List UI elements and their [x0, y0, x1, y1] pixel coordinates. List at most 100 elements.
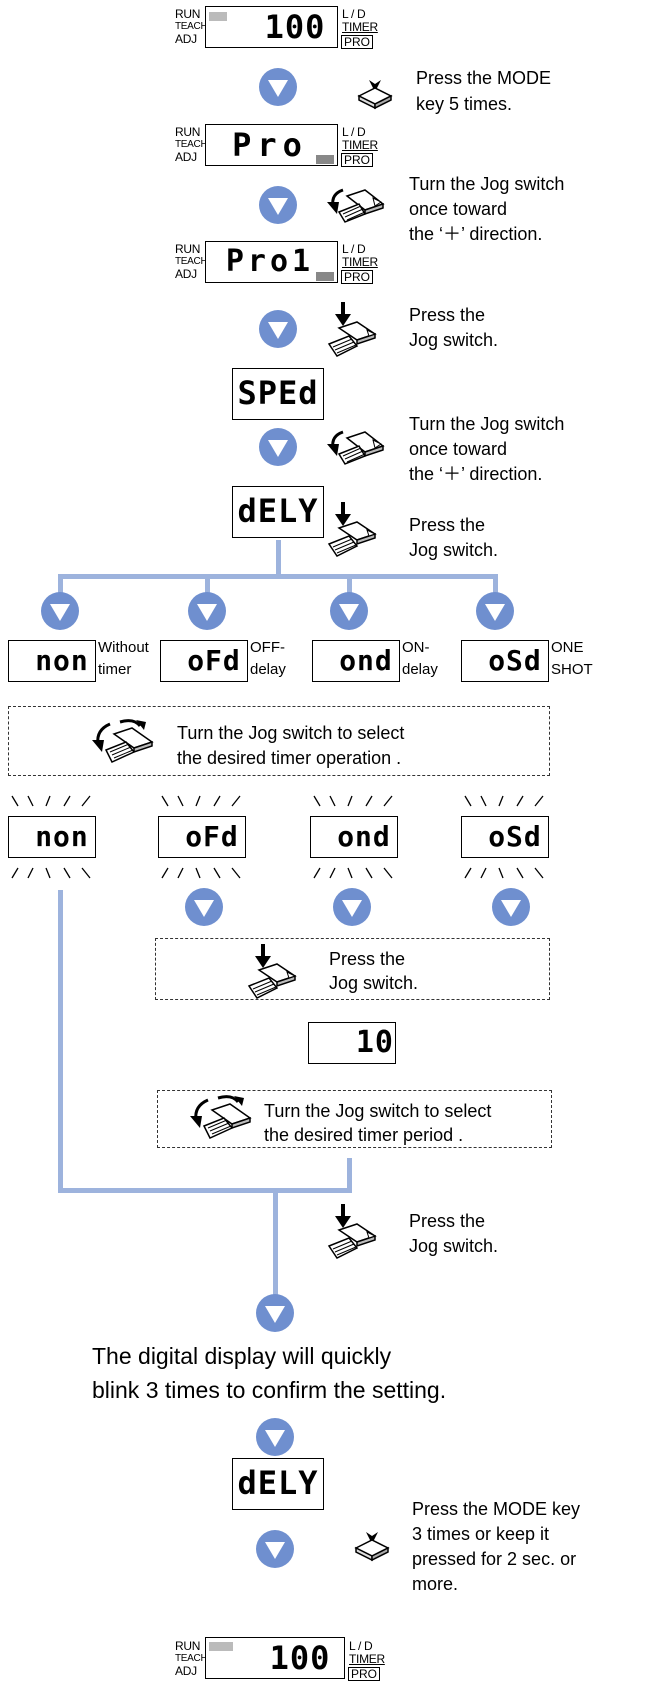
run-indicator [209, 12, 227, 21]
blink-ofd-display [158, 816, 246, 858]
display-value: non [35, 820, 89, 853]
option-non-label-2: timer [98, 661, 132, 678]
run-indicator [209, 1642, 233, 1651]
option-ofd-display [160, 640, 248, 682]
jog-switch-turn-icon [327, 188, 385, 223]
lcd-display-3 [205, 241, 338, 283]
arrow-down-icon [188, 592, 226, 630]
arrow-down-icon [256, 1418, 294, 1456]
step-5-line-2: Jog switch. [409, 540, 499, 560]
jog-switch-press-icon [327, 502, 377, 557]
lcd-display-1 [205, 6, 338, 48]
step-2-line-1: Turn the Jog switch [409, 174, 565, 194]
press-jog-line-1: Press the [329, 949, 406, 969]
blink-note-line-1: The digital display will quickly [92, 1343, 392, 1369]
select-operation-line-2: the desired timer operation . [177, 748, 402, 768]
step-4-line-1: Turn the Jog switch [409, 414, 565, 434]
arrow-down-icon [185, 888, 223, 926]
adj-label: ADJ [175, 32, 197, 46]
pro-label: PRO [348, 1667, 381, 1681]
option-ond-label-1: ON- [402, 639, 430, 656]
ld-label: L / D [342, 7, 366, 21]
blink-note-line-2: blink 3 times to confirm the setting. [92, 1377, 447, 1403]
pro-label: PRO [341, 153, 374, 167]
run-label: RUN [175, 242, 201, 256]
display-value: oFd [187, 644, 241, 677]
display-value: oSd [488, 644, 542, 677]
display-value: 100 [264, 8, 326, 46]
step-3-line-2: Jog switch. [409, 330, 499, 350]
merge-bar [58, 1188, 352, 1193]
display-value: 10 [355, 1025, 394, 1060]
step-5-line-1: Press the [409, 515, 486, 535]
jog-switch-press-icon [327, 1204, 377, 1259]
adj-label: ADJ [175, 150, 197, 164]
mode-key-press-icon [357, 72, 393, 110]
run-label: RUN [175, 7, 201, 21]
pro-indicator [316, 272, 334, 281]
option-non-display [8, 640, 96, 682]
lcd-display-2 [205, 124, 338, 166]
arrow-down-icon [333, 888, 371, 926]
merge-trunk [273, 1188, 278, 1300]
arrow-down-icon [259, 68, 297, 106]
step-4-line-2: once toward [409, 439, 508, 459]
jog-switch-turn-icon [190, 1095, 252, 1139]
pro-indicator [316, 155, 334, 164]
step-1-line-2: key 5 times. [416, 94, 513, 114]
option-ofd-label-1: OFF- [250, 639, 285, 656]
select-operation-box [8, 706, 550, 776]
option-osd-display [461, 640, 549, 682]
option-non-label-1: Without [98, 639, 149, 656]
trunk-line [276, 540, 281, 578]
branch-drop-3 [347, 574, 352, 598]
mode-note-line-4: more. [412, 1574, 459, 1594]
mode-note-line-1: Press the MODE key [412, 1499, 581, 1519]
mode-key-press-icon [354, 1524, 390, 1562]
arrow-down-icon [492, 888, 530, 926]
teach-label: TEACH [175, 139, 208, 150]
step-2-line-3: the ‘＋’ direction. [409, 224, 543, 244]
option-osd-label-2: SHOT [551, 661, 593, 678]
branch-bar [58, 574, 498, 579]
display-value: oFd [185, 820, 239, 853]
display-value: ond [337, 820, 391, 853]
adj-label: ADJ [175, 267, 197, 281]
arrow-down-icon [476, 592, 514, 630]
timer-label: TIMER [349, 1652, 385, 1666]
teach-label: TEACH [175, 21, 208, 32]
option-ond-label-2: delay [402, 661, 438, 678]
pro-label: PRO [341, 35, 374, 49]
display-value: SPEd [237, 374, 319, 412]
arrow-down-icon [330, 592, 368, 630]
option-ofd-label-2: delay [250, 661, 286, 678]
merge-line-left [58, 890, 63, 1192]
display-value: oSd [488, 820, 542, 853]
display-value: Pro [232, 126, 308, 164]
jog-switch-turn-icon [327, 430, 385, 465]
blink-non-display [8, 816, 96, 858]
final-press-line-2: Jog switch. [409, 1236, 499, 1256]
arrow-down-icon [259, 428, 297, 466]
mode-note-line-2: 3 times or keep it [412, 1524, 550, 1544]
option-osd-label-1: ONE [551, 639, 584, 656]
timer-label: TIMER [342, 138, 378, 152]
ld-label: L / D [342, 125, 366, 139]
blink-osd-display [461, 816, 549, 858]
select-period-line-2: the desired timer period . [264, 1125, 464, 1145]
display-value: Pro1 [225, 244, 315, 279]
jog-switch-turn-icon [92, 719, 154, 763]
select-period-line-1: Turn the Jog switch to select [264, 1101, 492, 1121]
period-display [308, 1022, 396, 1064]
press-jog-line-2: Jog switch. [329, 973, 419, 993]
step-2-line-2: once toward [409, 199, 508, 219]
ld-label: L / D [342, 242, 366, 256]
jog-switch-press-icon [327, 302, 377, 357]
display-value: non [35, 644, 89, 677]
lcd-display-4 [232, 368, 324, 420]
ld-label: L / D [349, 1639, 373, 1653]
blink-ond-display [310, 816, 398, 858]
arrow-down-icon [259, 186, 297, 224]
display-value: dELY [237, 492, 319, 530]
display-value: 100 [269, 1639, 331, 1677]
